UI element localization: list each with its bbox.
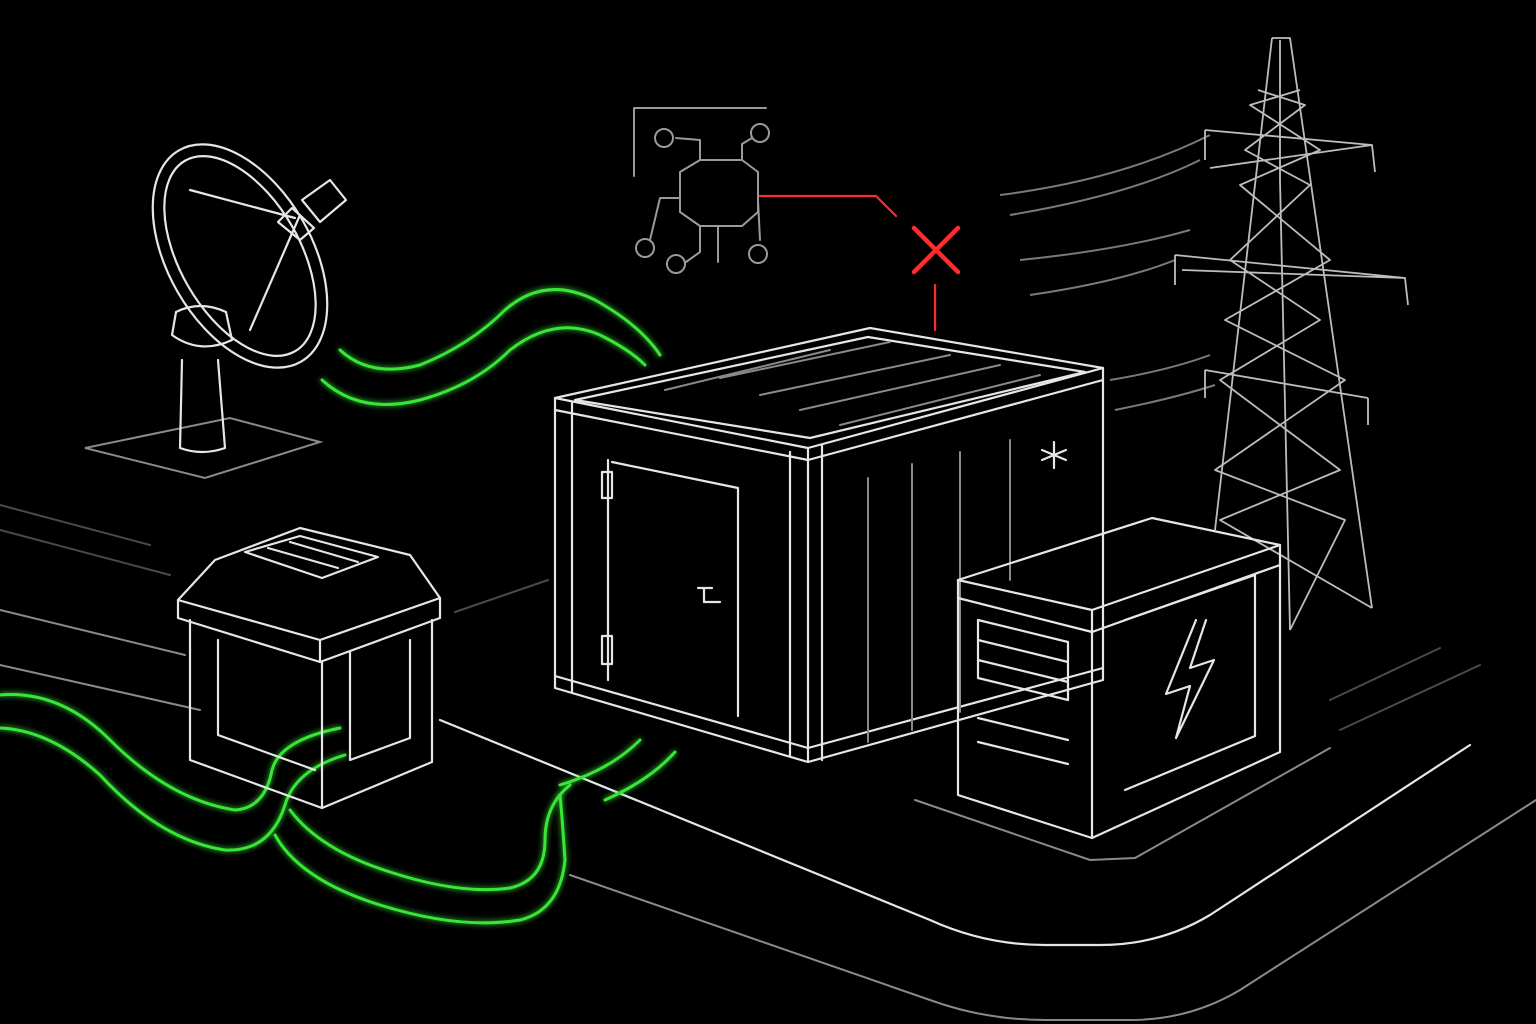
power-unit xyxy=(914,516,1331,862)
lightning-bolt-icon xyxy=(1164,618,1216,740)
microchip-icon xyxy=(633,107,770,274)
data-center-container xyxy=(553,326,1105,764)
x-mark-icon xyxy=(911,225,961,275)
snowflake-icon xyxy=(1040,440,1068,470)
wireless-signal-waves xyxy=(320,288,662,406)
satellite-dish-icon xyxy=(84,143,348,480)
transmission-tower xyxy=(1174,37,1409,631)
cable-links xyxy=(0,693,677,925)
ground-road xyxy=(0,504,1536,1021)
edge-node-box xyxy=(176,526,442,810)
power-lines xyxy=(999,134,1216,411)
failed-connection xyxy=(758,194,961,332)
